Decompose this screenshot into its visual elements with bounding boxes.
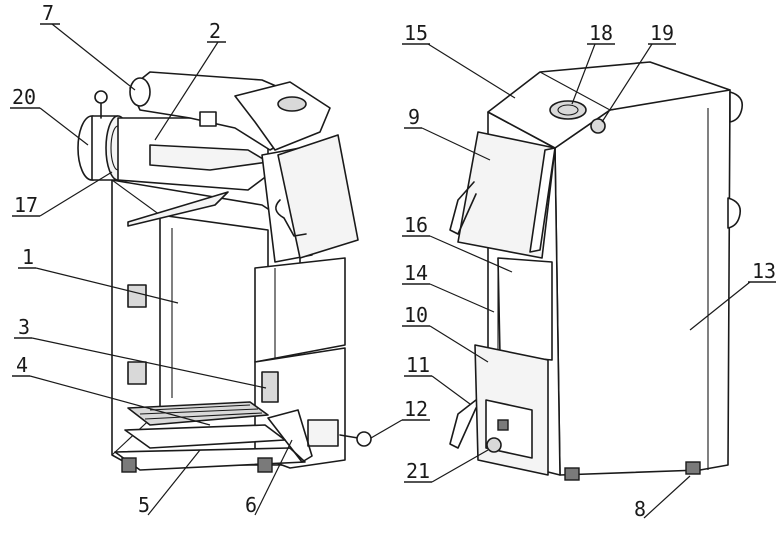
top-hatch-inner [557,104,579,116]
callout-11: 11 [406,353,430,377]
regulator-stem [339,434,359,439]
side-window-upper [127,284,147,308]
callout-10: 10 [404,303,428,327]
damper-screw [497,419,509,431]
callout-12: 12 [404,397,428,421]
right-foot-2 [685,461,701,475]
callout-13-leader [689,281,751,331]
top-cover-hatch [277,96,307,112]
callout-1-leader [35,267,179,304]
top-cover-crease [539,71,611,111]
middle-strip [497,257,553,361]
callout-5: 5 [138,493,150,517]
callout-15: 15 [404,21,428,45]
callout-6: 6 [245,493,257,517]
chamber-edge-line [111,179,161,216]
callout-12-leader [370,419,403,439]
top-jacket-block [199,111,217,127]
callout-11-leader [431,375,471,405]
rear-pipe-upper [729,91,744,123]
callout-8: 8 [634,497,646,521]
upper-door-hinge [275,199,307,237]
draft-lever [267,409,313,463]
grate-bar-3 [144,412,263,420]
middle-panel [254,257,346,363]
callout-4: 4 [16,353,28,377]
callout-15-leader [427,43,516,99]
grate-bar-2 [139,408,259,415]
ash-door-handle [449,399,477,449]
callout-16-leader [429,235,513,273]
callout-20-leader [39,107,89,146]
regulator-knob [356,431,372,447]
callout-21-leader [431,449,489,483]
top-hatch [549,100,587,120]
baffle-plate-upper [149,144,269,171]
callout-14: 14 [404,261,428,285]
callout-18-leader [571,43,596,105]
primary-air-damper [261,371,279,403]
callout-21: 21 [406,459,430,483]
left-foot-2 [257,457,273,473]
side-panel [554,87,731,476]
combustion-chamber [159,214,269,411]
base-plate [114,447,306,471]
callout-16: 16 [404,213,428,237]
baffle-plate-lower [127,191,229,227]
left-foot-1 [121,457,137,473]
callout-5-leader [147,449,201,516]
grate-bar-1 [149,404,251,411]
grate [127,401,269,426]
callout-17-leader [39,171,113,217]
callout-20: 20 [12,85,36,109]
loading-door-handle [449,181,477,235]
callout-17: 17 [14,193,38,217]
callout-1: 1 [22,245,34,269]
callout-3: 3 [18,315,30,339]
callouts: 7 2 20 17 1 3 4 5 6 12 [10,1,776,521]
callout-2: 2 [209,19,221,43]
top-jacket-nozzle [129,77,151,107]
left-boiler-cutaway [77,71,372,473]
callout-19: 19 [650,21,674,45]
callout-9-leader [421,127,491,161]
top-cover-plate [234,81,331,151]
callout-10-leader [429,325,489,363]
callout-6-leader [254,439,293,516]
callout-19-leader [601,43,653,123]
thermometer-gauge [590,118,606,134]
callout-18: 18 [589,21,613,45]
side-window-lower [127,361,147,385]
right-foot-1 [564,467,580,481]
loading-door [457,131,556,259]
air-damper [486,437,502,453]
callout-7-leader [51,23,136,91]
callout-3-leader [31,337,267,389]
rear-pipe-lower [727,197,742,229]
callout-7: 7 [42,1,54,25]
callout-8-leader [643,475,691,519]
callout-4-leader [29,375,211,426]
callout-14-leader [429,283,495,313]
callout-2-leader [154,41,219,141]
callout-13: 13 [752,259,776,283]
loading-door-frame [529,147,556,253]
callout-9: 9 [408,105,420,129]
thermometer-knob [94,90,108,104]
right-boiler-exterior [449,61,744,481]
upper-door-leaf [277,134,359,259]
lower-door-window [307,419,339,447]
